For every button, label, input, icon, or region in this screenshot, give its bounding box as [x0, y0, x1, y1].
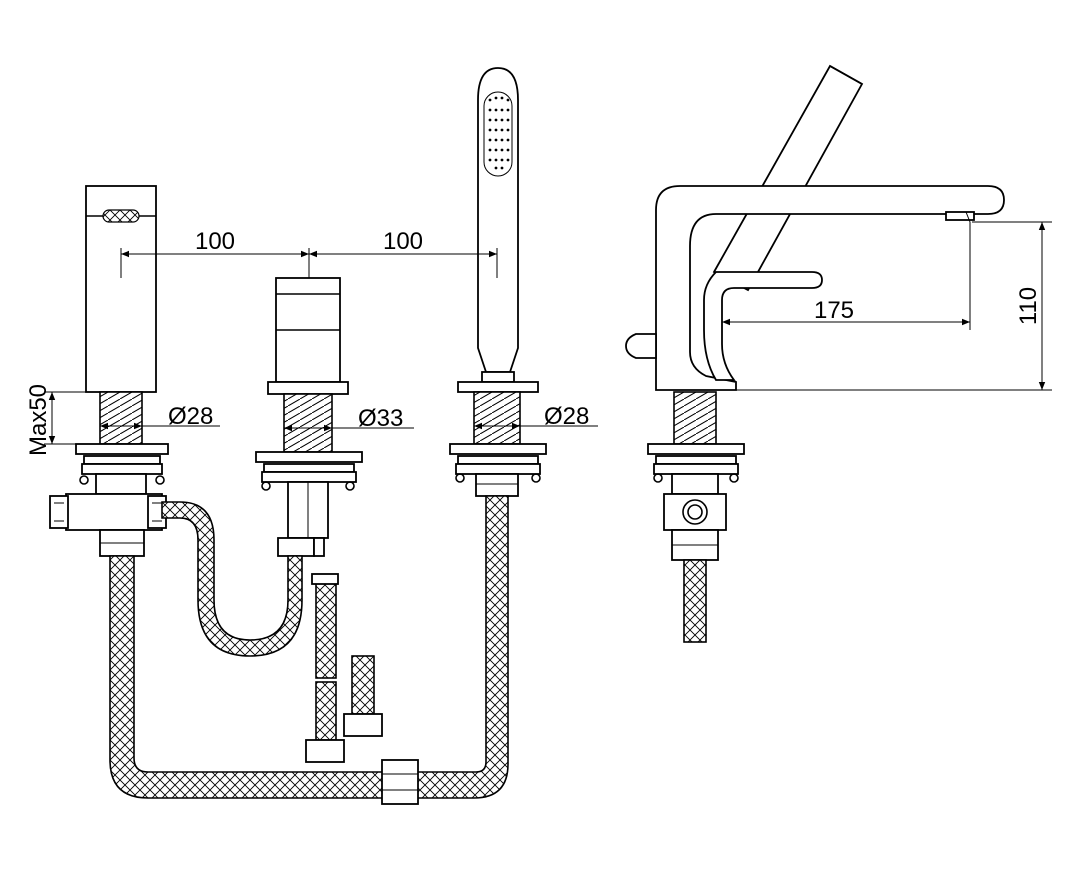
dim-spacing-right: 100 — [383, 228, 423, 255]
side-supply-hose — [683, 559, 707, 643]
dim-projection: 175 — [814, 297, 854, 324]
dim-height: 110 — [1015, 287, 1042, 325]
dim-max-deck: Max50 — [25, 384, 52, 456]
mixer-assembly — [255, 277, 383, 763]
mixer-lever — [712, 64, 864, 292]
side-diverter-knob — [625, 333, 657, 359]
mixer-supply-hose — [315, 581, 337, 679]
shower-threaded-shank — [473, 391, 521, 445]
dim-spacing-left: 100 — [195, 228, 235, 255]
mixer-deck-plate — [255, 451, 363, 463]
mixer-supply-hose-2 — [351, 655, 375, 715]
spout-to-mixer-hose — [161, 501, 303, 657]
side-body — [655, 185, 1005, 391]
dimension-lines — [44, 221, 1052, 445]
dim-diameter-spout: Ø28 — [168, 403, 213, 430]
side-deck-plate — [647, 443, 745, 455]
shower-deck-plate — [449, 443, 547, 455]
hand-shower-assembly — [449, 67, 547, 497]
shower-holder-collar — [457, 381, 539, 393]
side-view-assembly — [625, 64, 1005, 643]
side-threaded-shank — [673, 391, 717, 445]
spray-face-icon — [483, 91, 513, 177]
spout-deck-plate — [75, 443, 169, 455]
shower-hose — [411, 495, 509, 799]
spout-threaded-shank — [99, 391, 143, 445]
dim-diameter-shower: Ø28 — [544, 403, 589, 430]
side-aerator — [945, 211, 975, 221]
hose-coupling — [381, 759, 419, 805]
flexible-hoses — [109, 495, 509, 805]
spout-assembly — [49, 185, 169, 557]
aerator-icon — [102, 209, 140, 223]
dim-diameter-mixer: Ø33 — [358, 405, 403, 432]
mixer-threaded-shank — [283, 393, 333, 453]
